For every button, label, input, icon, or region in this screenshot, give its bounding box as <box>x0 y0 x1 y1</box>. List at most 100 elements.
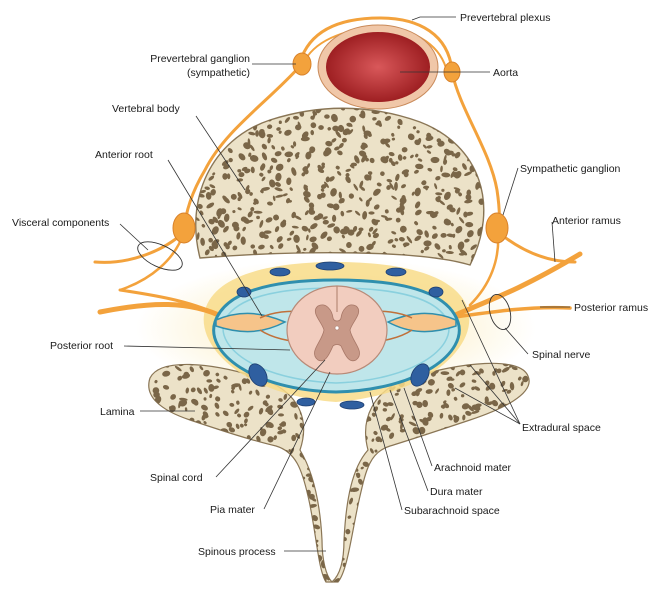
bone-pore <box>456 442 465 450</box>
bone-pore <box>212 138 217 142</box>
bone-pore <box>267 477 274 484</box>
bone-pore <box>411 537 416 544</box>
bone-pore <box>147 446 156 452</box>
bone-pore <box>137 465 145 472</box>
bone-pore <box>171 501 180 508</box>
bone-pore <box>487 555 496 565</box>
bone-pore <box>289 565 295 572</box>
bone-pore <box>465 131 472 137</box>
bone-pore <box>318 461 327 469</box>
bone-pore <box>497 431 504 438</box>
bone-pore <box>380 506 390 513</box>
bone-pore <box>147 453 153 459</box>
bone-pore <box>521 578 530 587</box>
bone-pore <box>431 157 440 163</box>
bone-pore <box>195 455 204 465</box>
bone-pore <box>375 529 380 534</box>
bone-pore <box>500 420 507 426</box>
bone-pore <box>237 487 245 495</box>
bone-pore <box>483 239 488 244</box>
bone-pore <box>460 544 467 553</box>
bone-pore <box>159 539 162 545</box>
bone-pore <box>308 429 315 437</box>
bone-pore <box>212 539 219 545</box>
bone-pore <box>263 522 270 527</box>
bone-pore <box>474 527 480 536</box>
bone-pore <box>182 112 190 120</box>
bone-pore <box>347 570 353 578</box>
bone-pore <box>286 497 292 503</box>
bone-pore <box>135 516 141 523</box>
bone-pore <box>520 444 525 452</box>
bone-pore <box>383 574 392 582</box>
bone-pore <box>510 440 515 445</box>
bone-pore <box>498 561 505 567</box>
bone-pore <box>135 492 140 499</box>
bone-pore <box>219 568 224 577</box>
bone-pore <box>376 470 383 478</box>
bone-pore <box>461 428 467 433</box>
bone-pore <box>522 539 529 546</box>
bone-pore <box>298 556 308 564</box>
bone-pore <box>136 468 141 473</box>
label-posterior-root: Posterior root <box>50 340 113 352</box>
bone-pore <box>521 552 527 557</box>
bone-pore <box>415 518 422 526</box>
bone-pore <box>435 551 441 557</box>
bone-pore <box>338 408 343 413</box>
bone-pore <box>330 469 338 476</box>
bone-pore <box>520 490 526 497</box>
bone-pore <box>413 545 421 553</box>
label-spinous-process: Spinous process <box>198 546 276 558</box>
bone-pore <box>500 501 509 507</box>
bone-pore <box>472 527 480 534</box>
bone-pore <box>348 462 352 466</box>
bone-pore <box>445 116 448 122</box>
bone-pore <box>253 518 260 525</box>
bone-pore <box>146 430 156 440</box>
bone-pore <box>524 355 531 363</box>
bone-pore <box>144 556 150 561</box>
vein-anterior-2 <box>270 268 290 276</box>
bone-pore <box>518 468 523 475</box>
bone-pore <box>296 540 301 545</box>
bone-pore <box>332 215 336 222</box>
bone-pore <box>334 481 343 490</box>
bone-pore <box>508 426 512 430</box>
bone-pore <box>429 529 434 534</box>
bone-pore <box>142 392 149 398</box>
bone-pore <box>501 490 507 499</box>
bone-pore <box>517 437 523 445</box>
bone-pore <box>488 422 493 428</box>
bone-pore <box>247 573 251 581</box>
bone-pore <box>144 419 151 426</box>
bone-pore <box>474 104 481 110</box>
bone-pore <box>350 547 357 552</box>
bone-pore <box>352 417 362 427</box>
bone-pore <box>334 477 337 482</box>
bone-pore <box>162 417 170 426</box>
bone-pore <box>312 561 316 565</box>
bone-pore <box>171 547 180 553</box>
bone-pore <box>370 467 377 475</box>
bone-pore <box>329 440 337 449</box>
bone-pore <box>192 438 199 444</box>
bone-pore <box>433 577 443 587</box>
bone-pore <box>140 492 147 499</box>
vein-posterior-2 <box>340 401 364 409</box>
bone-pore <box>329 507 336 513</box>
bone-pore <box>329 530 335 535</box>
bone-pore <box>442 556 448 563</box>
bone-pore <box>414 443 418 446</box>
bone-pore <box>224 466 228 472</box>
bone-pore <box>390 489 393 495</box>
bone-pore <box>447 103 453 107</box>
bone-pore <box>161 555 170 564</box>
bone-pore <box>149 499 157 507</box>
bone-pore <box>482 452 491 462</box>
bone-pore <box>364 485 370 491</box>
bone-pore <box>220 495 228 503</box>
bone-pore <box>432 575 437 583</box>
bone-pore <box>172 558 182 567</box>
bone-pore <box>507 548 515 555</box>
